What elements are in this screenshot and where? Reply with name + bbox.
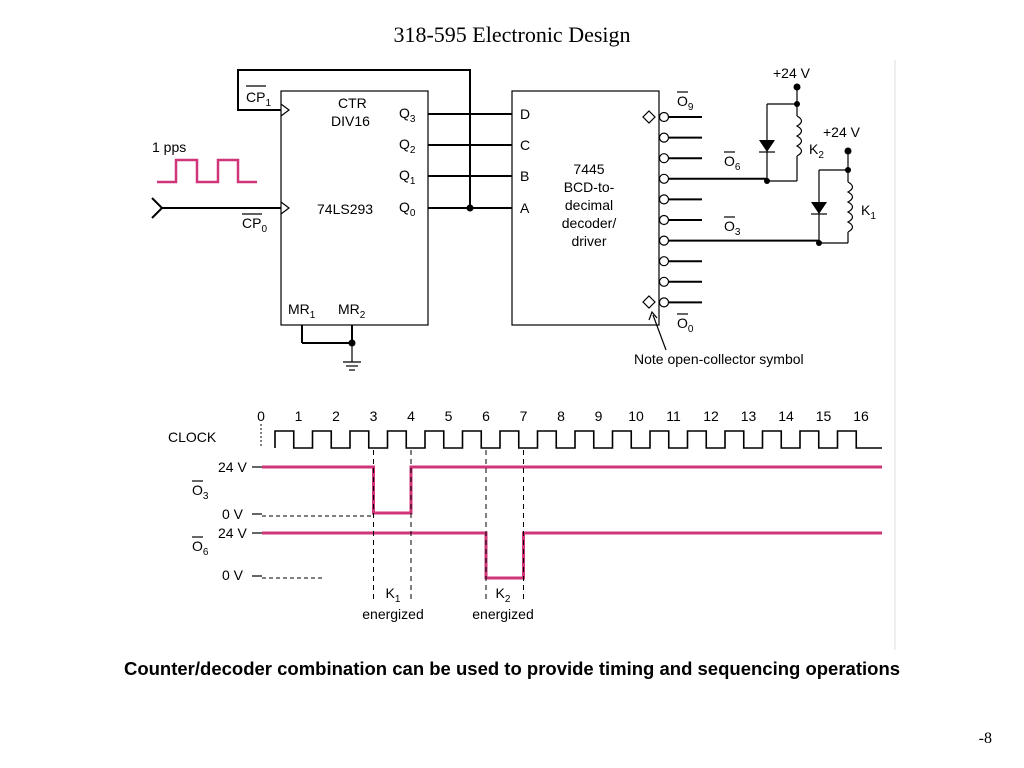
o3-label: O3 — [724, 218, 741, 238]
q0-label: Q0 — [399, 199, 416, 219]
input-arrow-icon — [151, 197, 164, 219]
decoder-output-bubble-4 — [658, 214, 670, 226]
o0-label: O0 — [677, 315, 694, 335]
decoder-input-d: D — [520, 106, 530, 122]
counter-name-line2: DIV16 — [331, 113, 370, 129]
decoder-name-line5: driver — [571, 233, 606, 249]
clock-label: CLOCK — [168, 429, 217, 445]
k2-label: K2 — [809, 141, 824, 161]
clock-waveform — [274, 430, 882, 449]
k1-diode-icon — [811, 202, 827, 214]
timing-tick-9: 9 — [595, 408, 603, 424]
energized-markers — [373, 450, 524, 600]
k2-coil-icon — [795, 115, 803, 157]
o9-label: O9 — [677, 93, 694, 113]
o3-high-level: 24 V — [218, 459, 247, 475]
timing-tick-3: 3 — [370, 408, 378, 424]
relay-k1: +24 V K1 — [811, 124, 876, 246]
timing-tick-15: 15 — [816, 408, 832, 424]
decoder-chip: D C B A 7445 BCD-to- decimal decoder/ dr… — [511, 90, 660, 326]
decoder-input-b: B — [520, 168, 529, 184]
bcd-bus — [428, 113, 512, 209]
decoder-outputs — [658, 111, 819, 308]
timing-tick-12: 12 — [703, 408, 719, 424]
decoder-output-bubble-7 — [658, 153, 670, 164]
decoder-output-bubble-5 — [658, 194, 670, 205]
decoder-output-bubble-3 — [658, 235, 670, 246]
decoder-input-a: A — [520, 200, 530, 216]
ground-icon — [343, 361, 361, 371]
k2-energized-label: K2 — [496, 585, 511, 605]
timing-tick-1: 1 — [295, 408, 303, 424]
timing-tick-0: 0 — [257, 408, 265, 424]
cp0-clock-triangle-icon — [280, 201, 290, 215]
timing-tick-10: 10 — [628, 408, 644, 424]
timing-tick-8: 8 — [557, 408, 565, 424]
decoder-output-bubble-6 — [658, 173, 670, 184]
timing-tick-4: 4 — [407, 408, 415, 424]
input-pulse-waveform — [157, 158, 257, 184]
open-collector-symbol-icon — [642, 110, 656, 124]
slide-title: 318-595 Electronic Design — [393, 22, 631, 47]
open-collector-note: Note open-collector symbol — [634, 351, 804, 367]
open-collector-symbol-icon — [642, 295, 656, 309]
k1-energized-label: K1 — [386, 585, 401, 605]
counter-chip: CP1 CP0 CTR DIV16 74LS293 Q3 Q2 Q1 Q0 MR… — [242, 85, 429, 326]
timing-tick-6: 6 — [482, 408, 490, 424]
k2-diode-icon — [759, 140, 775, 152]
timing-tick-2: 2 — [332, 408, 340, 424]
o6-label: O6 — [724, 153, 741, 173]
timing-tick-7: 7 — [520, 408, 528, 424]
input-clock: 1 pps — [151, 139, 258, 219]
decoder-name-line3: decimal — [565, 197, 613, 213]
k1-energized-text: energized — [362, 606, 424, 622]
o6-waveform — [262, 531, 882, 580]
o3-timing-label: O3 — [192, 482, 209, 502]
timing-tick-13: 13 — [741, 408, 757, 424]
q3-label: Q3 — [399, 105, 416, 125]
mr1-label: MR1 — [288, 301, 316, 321]
k1-coil-icon — [846, 181, 854, 233]
k2-energized-text: energized — [472, 606, 534, 622]
counter-name-line1: CTR — [338, 95, 367, 111]
decoder-name-line1: 7445 — [573, 161, 604, 177]
o6-high-level: 24 V — [218, 525, 247, 541]
decoder-name-line4: decoder/ — [562, 215, 617, 231]
counter-part-number: 74LS293 — [317, 201, 373, 217]
relay-k2: +24 V K2 — [759, 65, 824, 184]
decoder-output-bubble-9 — [658, 111, 670, 123]
o6-timing-label: O6 — [192, 538, 209, 558]
decoder-input-c: C — [520, 137, 530, 153]
note-pointer — [652, 314, 667, 351]
counter-decoder-figure: CP1 CP0 CTR DIV16 74LS293 Q3 Q2 Q1 Q0 MR… — [151, 60, 896, 650]
mr2-label: MR2 — [338, 301, 366, 321]
timing-tick-16: 16 — [853, 408, 869, 424]
cp1-label: CP1 — [246, 89, 271, 109]
decoder-output-bubble-1 — [658, 276, 670, 287]
decoder-name-line2: BCD-to- — [564, 179, 615, 195]
decoder-output-bubble-8 — [658, 132, 670, 143]
input-rate-label: 1 pps — [152, 139, 186, 155]
o3-low-level: 0 V — [222, 506, 244, 522]
timing-tick-11: 11 — [666, 408, 681, 424]
q2-label: Q2 — [399, 136, 416, 156]
o3-waveform — [262, 465, 882, 515]
timing-tick-14: 14 — [778, 408, 794, 424]
timing-tick-5: 5 — [445, 408, 453, 424]
k1-label: K1 — [861, 202, 876, 222]
cp1-clock-triangle-icon — [280, 103, 290, 117]
ground-connection — [301, 325, 361, 371]
page-number: -8 — [978, 730, 992, 747]
k1-supply-label: +24 V — [823, 124, 861, 140]
o6-low-level: 0 V — [222, 567, 244, 583]
k2-supply-label: +24 V — [773, 65, 811, 81]
decoder-output-bubble-2 — [658, 256, 670, 267]
cp0-label: CP0 — [242, 215, 267, 235]
q1-label: Q1 — [399, 167, 416, 187]
slide-caption: Counter/decoder combination can be used … — [123, 658, 901, 679]
decoder-body — [511, 90, 660, 326]
decoder-output-bubble-0 — [658, 297, 670, 308]
